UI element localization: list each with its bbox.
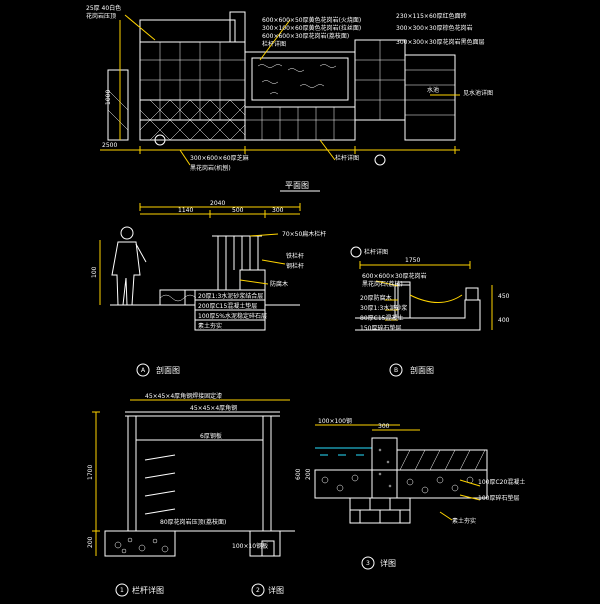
detail-3-marker [361,556,375,570]
plan-title: 平面图 [285,181,309,190]
plan-view: 25厚 40白色 花岗岩压顶 600×600×50厚黄色花岗岩(火烧面) 300… [86,4,493,192]
detail-3-label-3: 素土夯实 [452,517,476,525]
railing-post-left [127,415,137,532]
section-a-caption: 剖面图 [156,365,180,375]
railing-label-2: 6厚钢板 [200,432,222,440]
section-b-label-5: 80厚C15混凝土 [360,314,403,322]
detail-3-view: 100×100钢 300 [305,417,525,570]
section-marker-a [154,134,166,146]
section-b-dim-1: 450 [498,293,510,300]
section-a-label-3: 防腐木 [270,280,288,288]
railing-marker [115,583,129,597]
section-b-label-0: 栏杆详图 [364,248,388,256]
plan-label-5: 栏杆详图 [262,40,286,48]
detail-2-view: 2 详图 [251,583,284,597]
section-a-view: 70×50扁木栏杆 铁栏杆 钢栏杆 防腐木 20厚1:3水泥砂浆结合层 200厚… [91,200,326,377]
plan-label-4: 600×600×30厚花岗岩(荔枝面) [262,32,349,40]
railing-caption: 栏杆详图 [132,585,164,595]
detail-3-label-1: 100厚C20混凝土 [478,478,525,486]
plan-dim-0: 2500 [102,142,117,149]
detail-3-caption: 详图 [380,558,396,568]
section-marker-b [374,154,386,166]
plan-stone-paving [139,41,246,121]
plan-label-6: 230×115×60厚红色面砖 [396,12,467,20]
section-a-dim-4: 100 [91,266,98,278]
detail-2-marker-label: 2 [256,587,260,594]
railing-label-1: 45×45×4厚角钢 [190,404,237,412]
plan-label-9: 水池 [427,86,439,94]
human-figure [111,226,147,306]
section-a-label-1: 铁栏杆 [286,252,304,260]
plan-label-0: 25厚 40白色 [86,4,121,12]
railing-label-4: 100×10钢板 [232,542,268,550]
railing-dim-2: 200 [87,536,94,548]
section-a-label-4: 20厚1:3水泥砂浆结合层 [198,292,263,300]
detail-3-label-0: 100×100钢 [318,417,352,425]
railing-marker-label: 1 [120,587,124,594]
plan-pool [244,51,356,108]
plan-label-3: 300×100×60厚黄色花岗岩(拉丝面) [262,24,361,32]
section-a-marker [136,363,150,377]
section-b-label-6: 150厚碎石垫层 [360,324,401,332]
plan-label-2: 600×600×50厚黄色花岗岩(火烧面) [262,16,361,24]
railing-detail-view: 45×45×4厚角钢焊接固定漆 45×45×4厚角钢 6厚钢板 80厚花岗岩压顶… [87,392,302,597]
plan-bottom-paving [244,106,356,141]
detail-3-wall [371,437,398,499]
detail-3-dim-1: 200 [305,468,312,480]
detail-3-marker-label: 3 [366,560,370,567]
railing-dim-0: 1700 [87,465,94,480]
plan-label-13: 栏杆详图 [335,154,359,162]
detail-3-label-2: 100厚碎石垫层 [478,494,519,502]
section-a-label-7: 素土夯实 [198,322,222,330]
plan-label-8: 300×300×30厚花岗岩黑色面层 [396,38,485,46]
railing-label-3: 80厚花岗岩压顶(荔枝面) [160,518,226,526]
section-a-label-5: 200厚C15混凝土垫层 [198,302,257,310]
section-b-label-1: 600×600×30厚花岗岩 [362,272,427,280]
section-b-view: 栏杆详图 1750 600×600×30厚花岗岩 黑花岗石(荔枝) 20厚防腐木… [350,246,510,377]
railing-label-0: 45×45×4厚角钢焊接固定漆 [145,392,222,400]
section-a-dim-3: 300 [272,207,284,214]
section-b-label-4: 30厚1:3水泥砂浆 [360,304,407,312]
section-b-marker [389,363,403,377]
plan-label-11: 300×600×60厚芝麻 [190,154,249,162]
section-b-label-3: 20厚防腐木 [360,294,392,302]
section-a-railing [212,235,262,290]
section-b-caption: 剖面图 [410,365,434,375]
section-b-dim-0: 1750 [405,257,420,264]
section-a-label-6: 100厚5%水泥稳定碎石层 [198,312,267,320]
plan-label-12: 黑花岗岩(机刨) [190,164,231,172]
section-a-dim-0: 2040 [210,200,225,207]
section-a-marker-label: A [141,367,146,374]
plan-label-10: 见水池详图 [463,89,493,97]
plan-dim-1: 1000 [105,90,112,105]
detail-2-marker [251,583,265,597]
section-b-marker-label: B [394,367,398,374]
section-b-label-2: 黑花岗石(荔枝) [362,280,403,288]
detail-3-dim-0: 300 [378,423,390,430]
plan-label-7: 300×300×30厚棕色花岗岩 [396,24,473,32]
plan-label-1: 花岗岩压顶 [86,12,116,20]
section-a-dim-1: 1140 [178,207,193,214]
section-a-dim-2: 500 [232,207,244,214]
section-b-dim-2: 400 [498,317,510,324]
railing-post-right [262,415,272,532]
section-a-label-0: 70×50扁木栏杆 [282,230,326,238]
section-a-label-2: 钢栏杆 [286,262,304,270]
plan-coping [139,19,236,43]
detail-2-caption: 详图 [268,585,284,595]
railing-dim-1: 600 [295,468,302,480]
